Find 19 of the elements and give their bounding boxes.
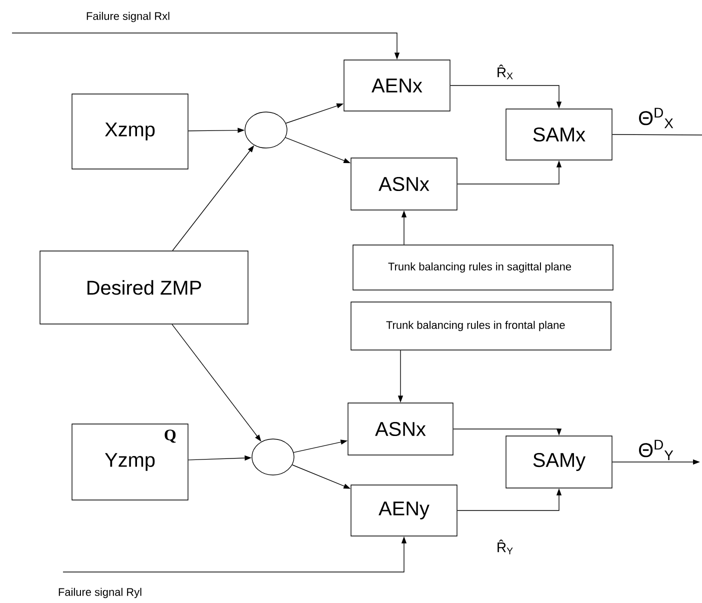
- process-box: Desired ZMP: [40, 250, 248, 324]
- process-box: AENy: [350, 484, 458, 536]
- edge-label: R̂$_{X}$: [495, 64, 515, 80]
- process-box: AENx: [344, 60, 450, 112]
- edge-label: Θ$^{D}$Y: [637, 438, 675, 462]
- edge-label: R̂$_{Y}$: [495, 538, 515, 556]
- junction-circle: [252, 438, 294, 476]
- process-box: Xzmp: [72, 94, 188, 170]
- process-box: ASNx: [350, 158, 458, 210]
- edge-label: Θ$^{D}$X: [637, 106, 675, 130]
- process-box: Trunk balancing rules in frontal plane: [350, 302, 612, 350]
- junction-circle: [244, 112, 288, 148]
- edge-label: Failure signal Ryl: [57, 586, 144, 600]
- process-box: SAMy: [506, 436, 612, 488]
- edge-label: Failure signal Rxl: [85, 10, 172, 24]
- process-box: ASNx: [348, 402, 454, 456]
- process-box: Trunk balancing rules in sagittal plane: [352, 244, 614, 290]
- box-symbol: Q: [164, 430, 176, 443]
- process-box: SAMx: [506, 108, 612, 160]
